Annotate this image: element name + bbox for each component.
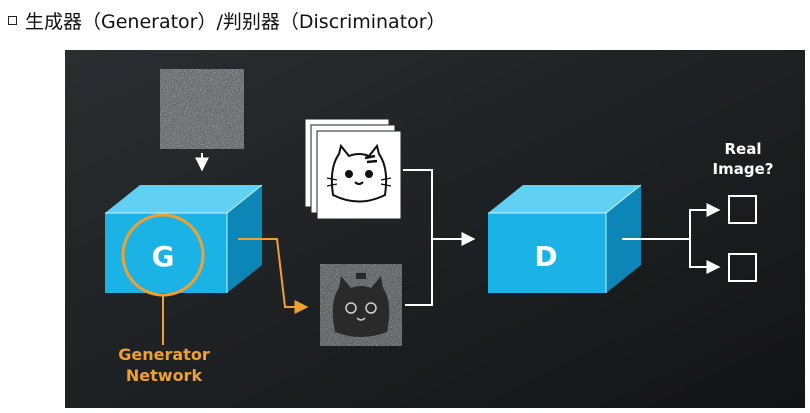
gan-diagram: G Generator Network (65, 50, 805, 408)
generator-caption-line2: Network (126, 366, 203, 385)
discriminator-label: D (534, 240, 557, 273)
dark-cat-icon (332, 273, 390, 337)
output-question-line1: Real (725, 140, 762, 158)
generator-caption-line1: Generator (118, 345, 210, 364)
generator-label: G (152, 240, 175, 273)
bullet-square-icon (8, 15, 17, 25)
generator-output-arrow (238, 238, 309, 314)
generator-cube (105, 184, 263, 293)
heading-text: 生成器（Generator）/判别器（Discriminator） (25, 10, 446, 33)
slide-heading: 生成器（Generator）/判别器（Discriminator） (6, 4, 446, 36)
output-connectors (622, 203, 721, 274)
discriminator-cube (488, 184, 642, 293)
cat-drawing-icon (326, 143, 392, 203)
real-checkbox-icon (728, 195, 757, 224)
output-question-line2: Image? (713, 160, 774, 178)
merge-connectors (403, 169, 476, 306)
generated-cat-image (320, 264, 402, 346)
real-cat-image-stack (304, 118, 402, 220)
fake-checkbox-icon (728, 253, 757, 282)
noise-input-image (160, 69, 244, 149)
